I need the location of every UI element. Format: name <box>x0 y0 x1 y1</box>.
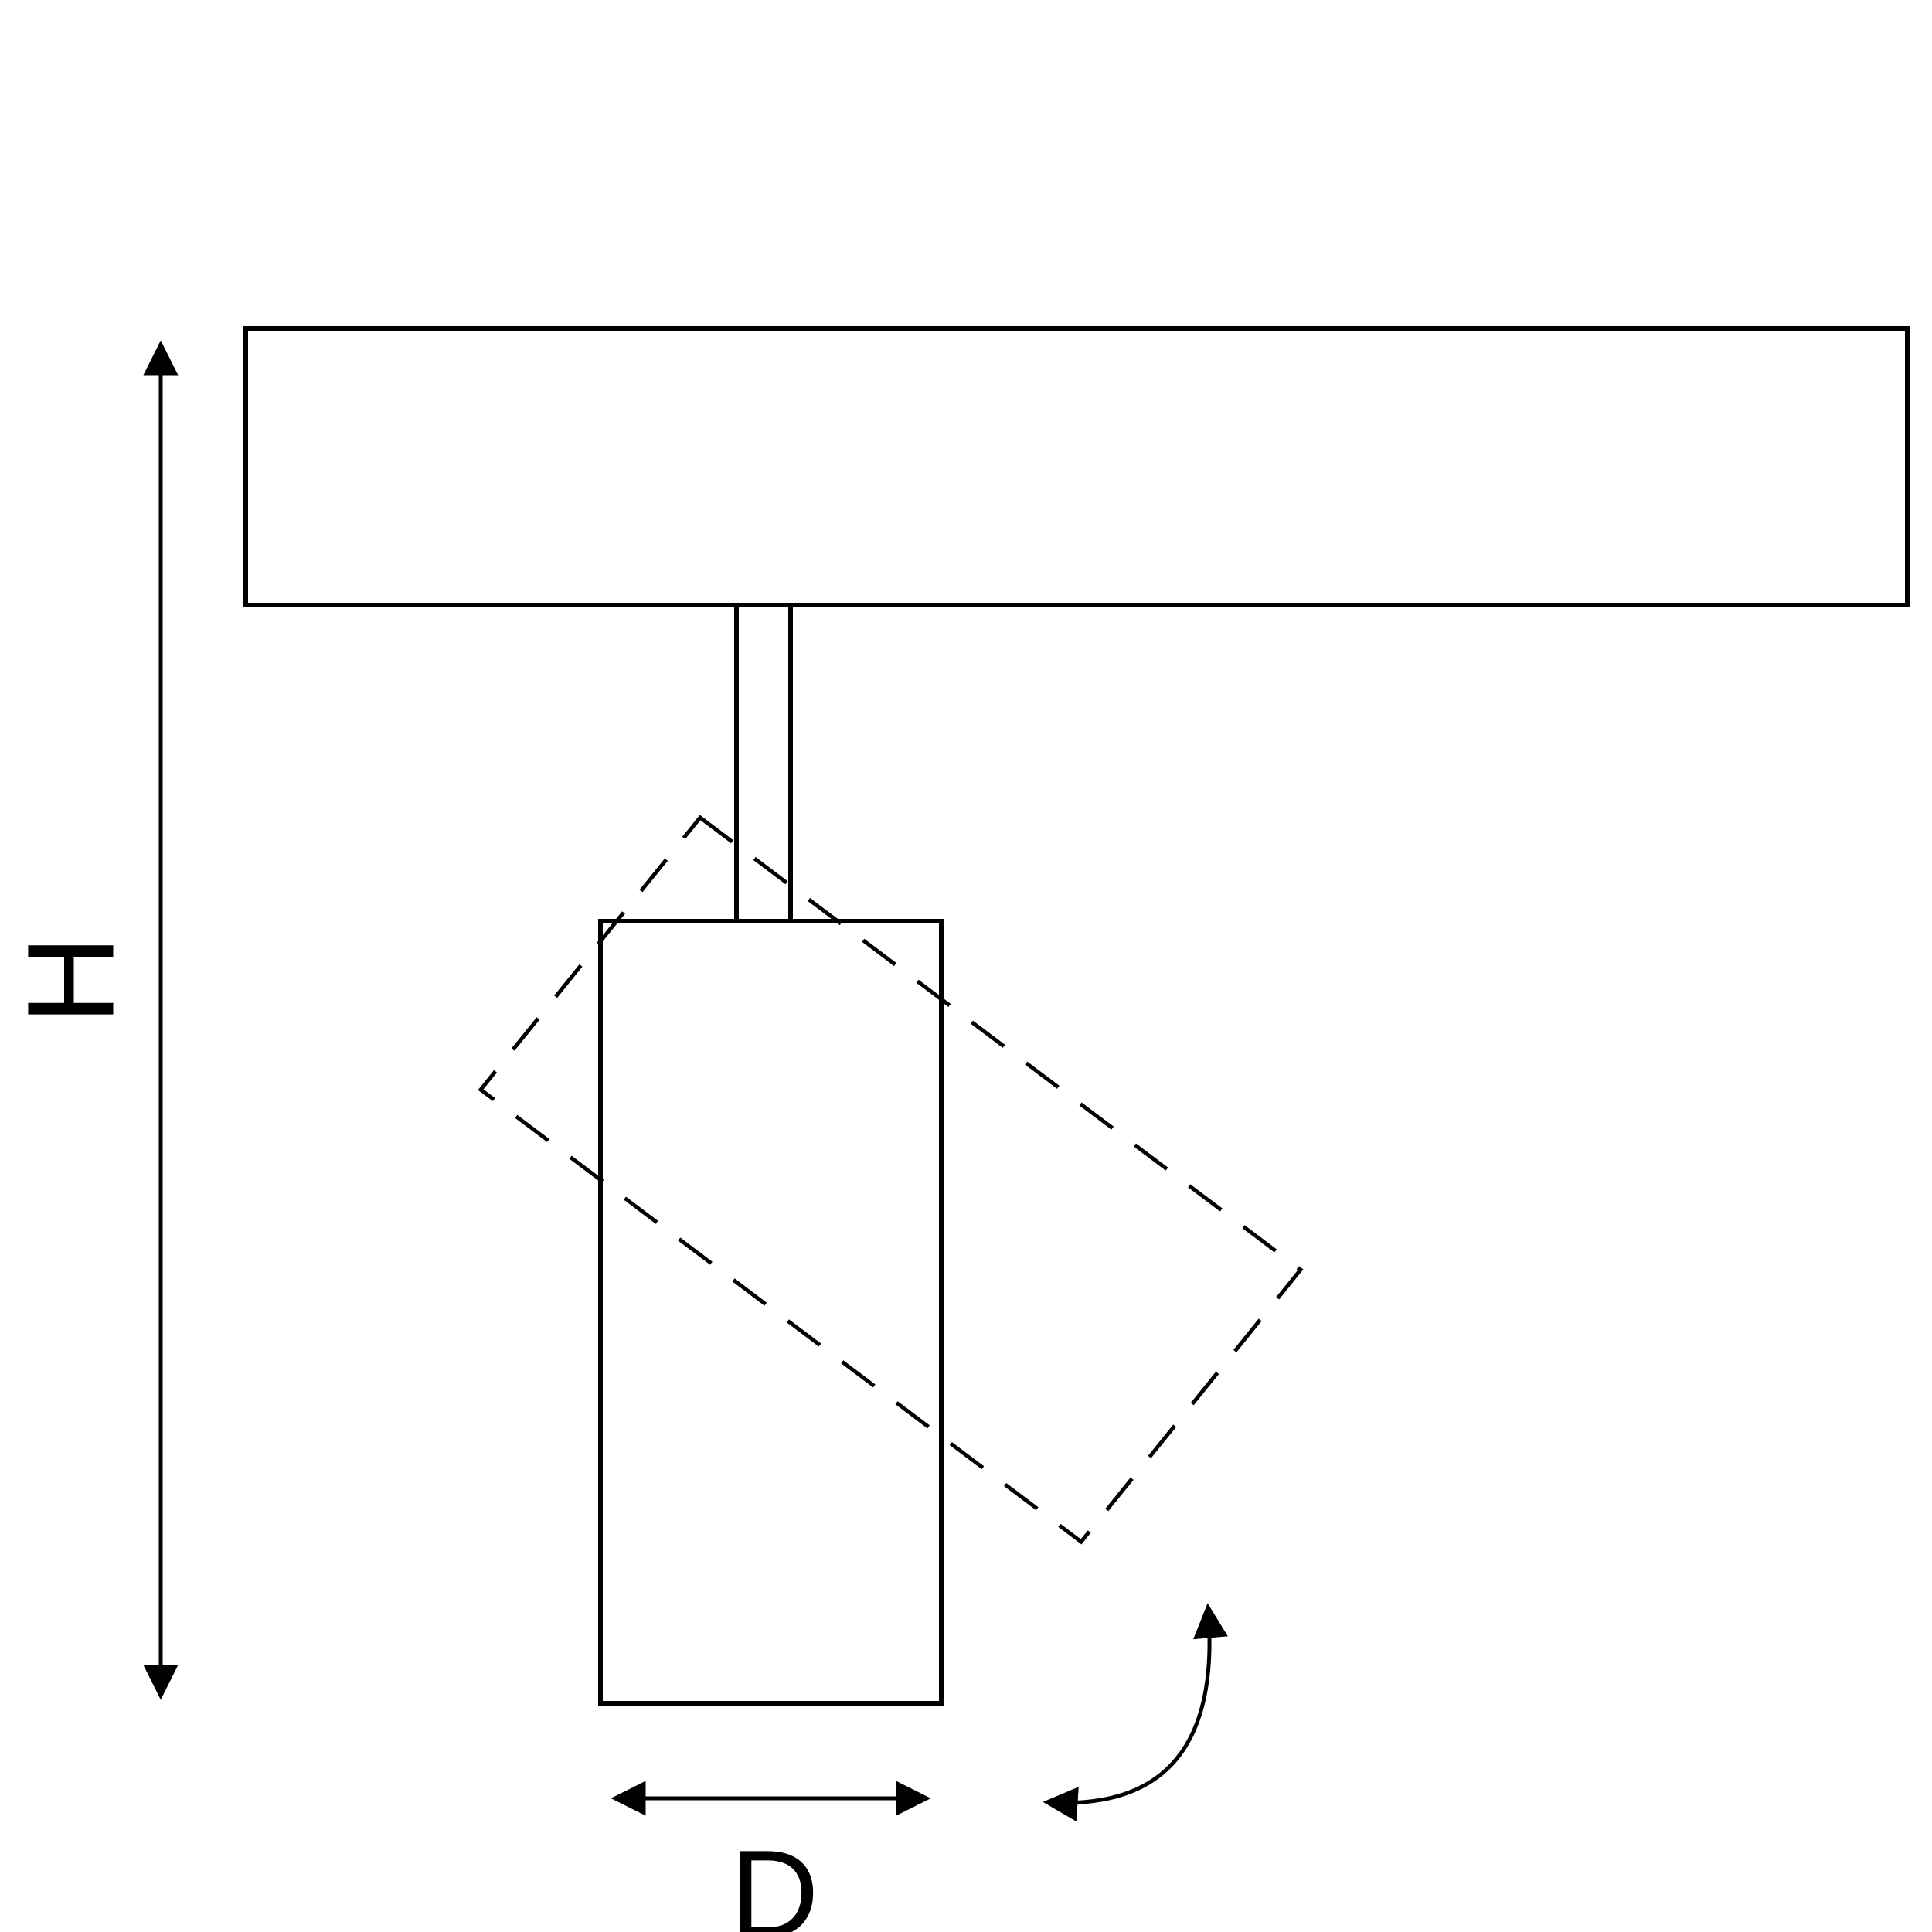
mounting-stem <box>734 603 793 924</box>
diameter-dimension-label: D <box>730 1825 819 1932</box>
height-dimension-label: H <box>2 935 140 1025</box>
rotation-arrow-icon <box>1043 1603 1228 1822</box>
spotlight-body <box>598 919 944 1706</box>
spotlight-rotated-outline <box>478 815 1304 1545</box>
ceiling-track-bar <box>243 326 1910 607</box>
